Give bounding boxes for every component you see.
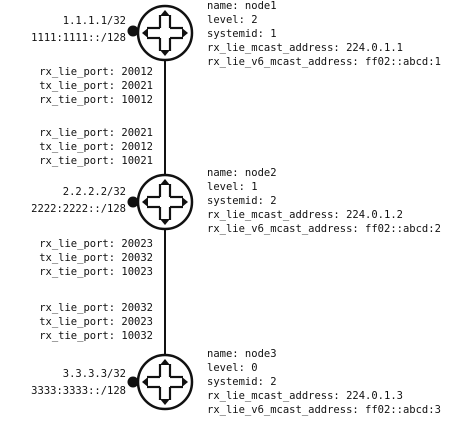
node3-ipv4: 3.3.3.3/32 [63, 368, 126, 380]
attachment-dot-icon [127, 376, 139, 388]
node2-ipv4: 2.2.2.2/32 [63, 186, 126, 198]
port-line: rx_tie_port: 10023 [39, 266, 153, 278]
node1-ipv6: 1111:1111::/128 [31, 32, 126, 44]
node3-info-mcast: rx_lie_mcast_address: 224.0.1.3 [207, 390, 403, 402]
node1-group: 1.1.1.1/32 1111:1111::/128 name: node1 l… [31, 0, 441, 68]
port-block-4: rx_lie_port: 20032 tx_lie_port: 20023 rx… [39, 302, 153, 342]
node1-ipv4: 1.1.1.1/32 [63, 15, 126, 27]
port-line: rx_tie_port: 10021 [39, 155, 153, 167]
node2-info-name: name: node2 [207, 167, 277, 179]
node3-group: 3.3.3.3/32 3333:3333::/128 name: node3 l… [31, 348, 441, 416]
node3-ipv6: 3333:3333::/128 [31, 385, 126, 397]
port-line: tx_lie_port: 20023 [39, 316, 153, 328]
port-line: rx_lie_port: 20012 [39, 66, 153, 78]
port-block-3: rx_lie_port: 20023 tx_lie_port: 20032 rx… [39, 238, 153, 278]
port-line: rx_tie_port: 10012 [39, 94, 153, 106]
node1-info-mcast: rx_lie_mcast_address: 224.0.1.1 [207, 42, 403, 54]
port-line: rx_lie_port: 20021 [39, 127, 153, 139]
node1-info-systemid: systemid: 1 [207, 28, 277, 40]
node2-info-systemid: systemid: 2 [207, 195, 277, 207]
port-line: tx_lie_port: 20021 [39, 80, 153, 92]
port-line: rx_lie_port: 20023 [39, 238, 153, 250]
node2-info-mcast: rx_lie_mcast_address: 224.0.1.2 [207, 209, 403, 221]
port-line: rx_lie_port: 20032 [39, 302, 153, 314]
attachment-dot-icon [127, 25, 139, 37]
attachment-dot-icon [127, 196, 139, 208]
port-block-1: rx_lie_port: 20012 tx_lie_port: 20021 rx… [39, 66, 153, 106]
port-line: tx_lie_port: 20012 [39, 141, 153, 153]
node2-group: 2.2.2.2/32 2222:2222::/128 name: node2 l… [31, 167, 441, 235]
node3-info-name: name: node3 [207, 348, 277, 360]
port-line: tx_lie_port: 20032 [39, 252, 153, 264]
node2-info-level: level: 1 [207, 181, 258, 193]
node3-info-v6-mcast: rx_lie_v6_mcast_address: ff02::abcd:3 [207, 404, 441, 416]
port-block-2: rx_lie_port: 20021 tx_lie_port: 20012 rx… [39, 127, 153, 167]
node1-info-v6-mcast: rx_lie_v6_mcast_address: ff02::abcd:1 [207, 56, 441, 68]
port-line: rx_tie_port: 10032 [39, 330, 153, 342]
node1-info-name: name: node1 [207, 0, 277, 12]
router-icon [136, 4, 194, 62]
node3-info-level: level: 0 [207, 362, 258, 374]
node2-info-v6-mcast: rx_lie_v6_mcast_address: ff02::abcd:2 [207, 223, 441, 235]
node3-info-systemid: systemid: 2 [207, 376, 277, 388]
router-icon [136, 173, 194, 231]
router-icon [136, 353, 194, 411]
node2-ipv6: 2222:2222::/128 [31, 203, 126, 215]
node1-info-level: level: 2 [207, 14, 258, 26]
